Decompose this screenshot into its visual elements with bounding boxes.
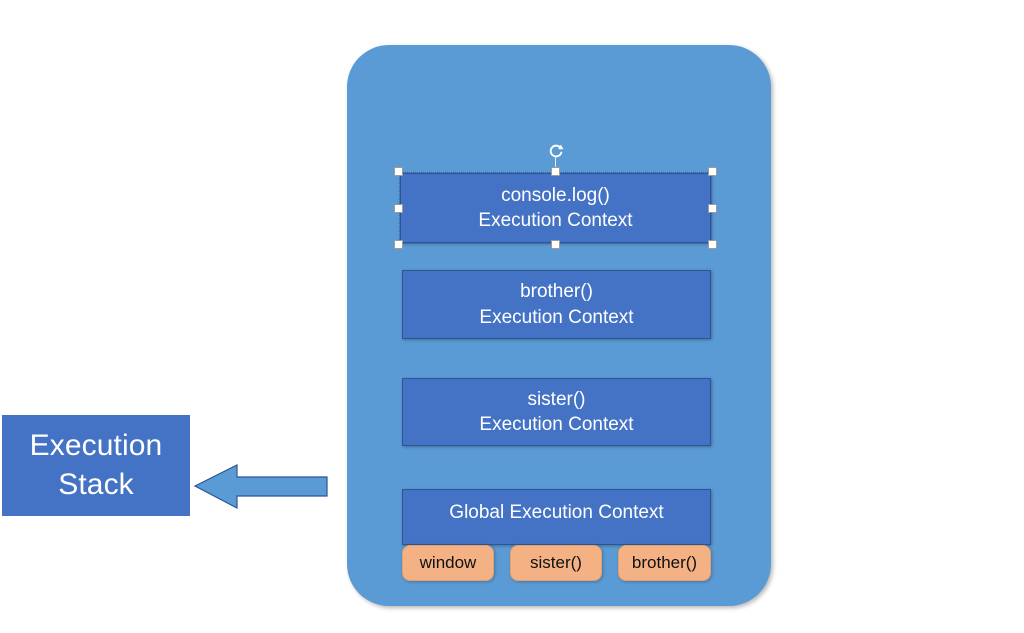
- function-badge-sister[interactable]: sister(): [510, 545, 602, 581]
- execution-context-frame-brother-text: brother() Execution Context: [479, 281, 634, 328]
- execution-context-frame-console-log[interactable]: console.log() Execution Context: [400, 173, 711, 243]
- execution-stack-container[interactable]: console.log() Execution Context brother(…: [347, 45, 771, 606]
- execution-stack-label-text: Execution Stack: [29, 429, 163, 501]
- rotate-handle-icon[interactable]: [547, 142, 565, 168]
- execution-stack-label[interactable]: Execution Stack: [2, 415, 190, 516]
- function-badge-brother[interactable]: brother(): [618, 545, 711, 581]
- execution-context-frame-sister[interactable]: sister() Execution Context: [402, 378, 711, 446]
- execution-context-frame-sister-text: sister() Execution Context: [479, 388, 634, 435]
- execution-context-frame-console-log-text: console.log() Execution Context: [478, 184, 633, 231]
- execution-context-frame-global[interactable]: Global Execution Context: [402, 489, 711, 545]
- execution-context-frame-global-text: Global Execution Context: [449, 502, 664, 523]
- rotate-handle-stem: [555, 157, 556, 168]
- function-badge-window[interactable]: window: [402, 545, 494, 581]
- left-arrow-icon[interactable]: [193, 459, 329, 513]
- execution-context-frame-brother[interactable]: brother() Execution Context: [402, 270, 711, 339]
